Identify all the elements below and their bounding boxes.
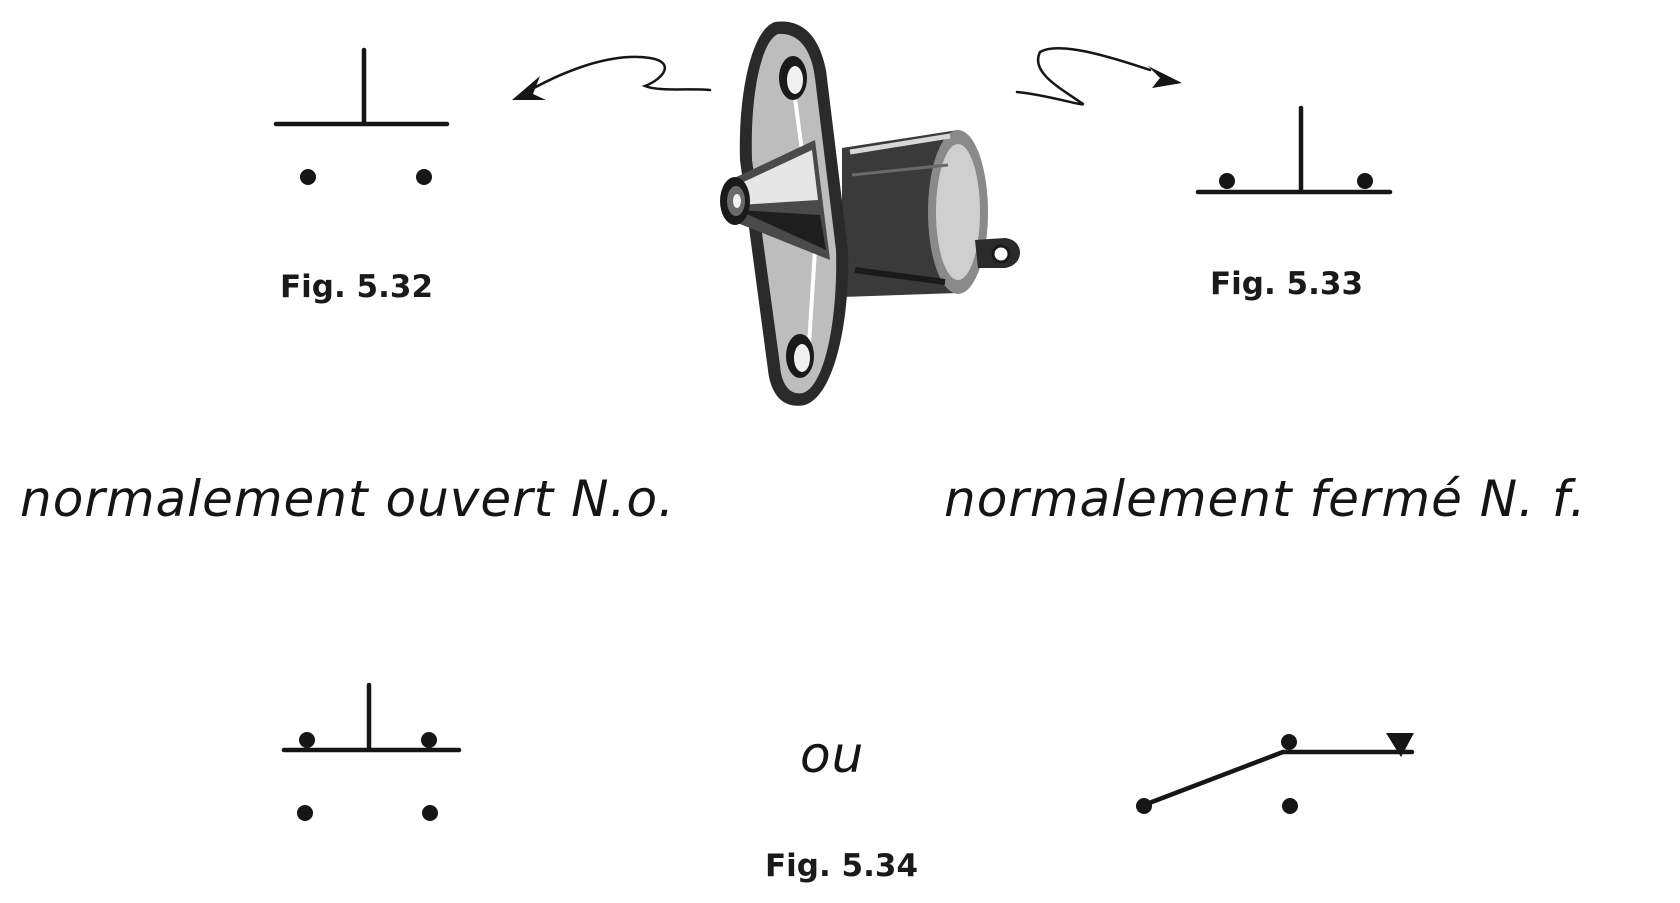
symbol-normally-open-fig-5-32 [273, 47, 450, 185]
symbol-lever-switch-fig-5-34 [1136, 733, 1415, 814]
arrow-to-fig-5-33 [1015, 47, 1182, 106]
contact-terminal-right [416, 169, 432, 185]
caption-or: ou [800, 726, 864, 784]
contact-terminal-left [1219, 173, 1235, 189]
arrowhead-right [1148, 66, 1182, 88]
arrowhead-left [512, 76, 546, 100]
contact-terminal-right [1357, 173, 1373, 189]
fig-5-33-label: Fig. 5.33 [1210, 266, 1363, 302]
upper-terminal [1281, 734, 1297, 750]
caption-normally-open: normalement ouvert N.o. [20, 470, 675, 528]
contact-terminal-left [300, 169, 316, 185]
actuator-triangle-icon [1386, 733, 1414, 757]
upper-terminal-right [421, 732, 437, 748]
fig-5-34-label: Fig. 5.34 [765, 848, 918, 884]
upper-terminal-left [299, 732, 315, 748]
symbol-normally-closed-fig-5-33 [1195, 105, 1393, 195]
fig-5-32-label: Fig. 5.32 [280, 269, 433, 305]
arrow-to-fig-5-32 [512, 55, 712, 100]
lower-terminal [1282, 798, 1298, 814]
caption-normally-closed: normalement fermé N. f. [944, 470, 1587, 528]
symbol-double-contact-fig-5-34 [281, 682, 462, 821]
switch-lever [1141, 749, 1286, 808]
lower-terminal-left [297, 805, 313, 821]
push-button-switch-illustration [720, 21, 1020, 406]
lower-terminal-right [422, 805, 438, 821]
pivot-terminal [1136, 798, 1152, 814]
